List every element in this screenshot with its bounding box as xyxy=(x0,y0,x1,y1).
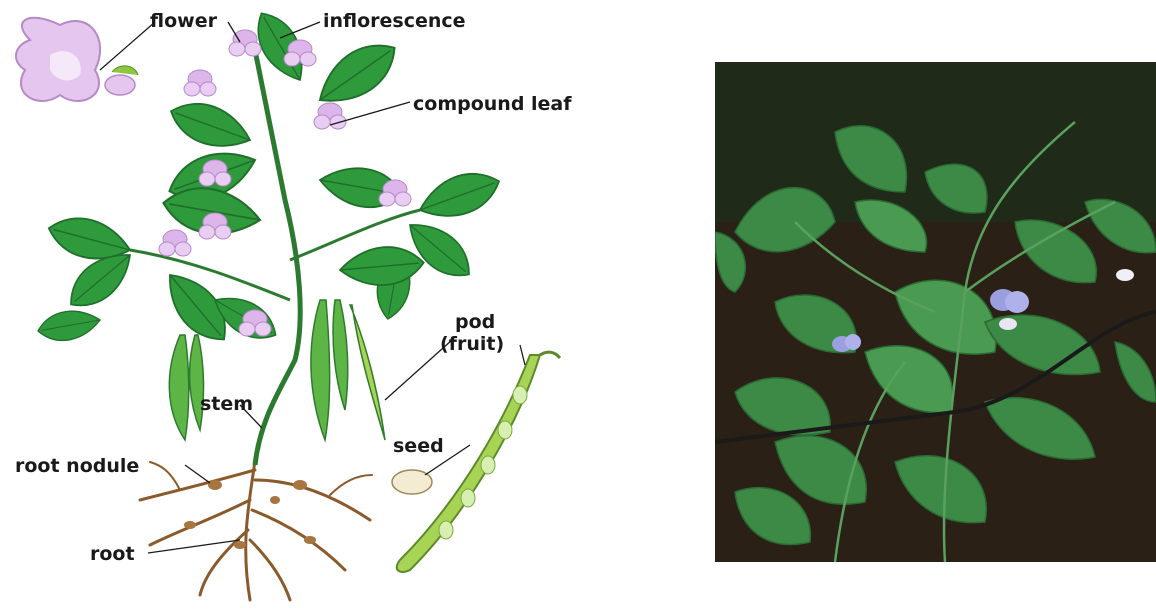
label-root: root xyxy=(90,543,135,565)
bean-plant-diagram: flower inflorescence compound leaf pod (… xyxy=(0,0,640,609)
open-pod xyxy=(397,352,560,572)
leaves xyxy=(35,5,505,352)
flower-detail xyxy=(16,18,138,101)
label-flower: flower xyxy=(150,10,218,32)
label-fruit: (fruit) xyxy=(440,333,504,355)
roots xyxy=(140,460,372,600)
label-root-nodule: root nodule xyxy=(15,455,139,477)
label-stem: stem xyxy=(200,393,253,415)
bean-plant-photo xyxy=(715,62,1156,562)
label-compound-leaf: compound leaf xyxy=(413,93,572,115)
label-inflorescence: inflorescence xyxy=(323,10,466,32)
label-seed: seed xyxy=(393,435,444,457)
label-pod: pod xyxy=(455,311,495,333)
